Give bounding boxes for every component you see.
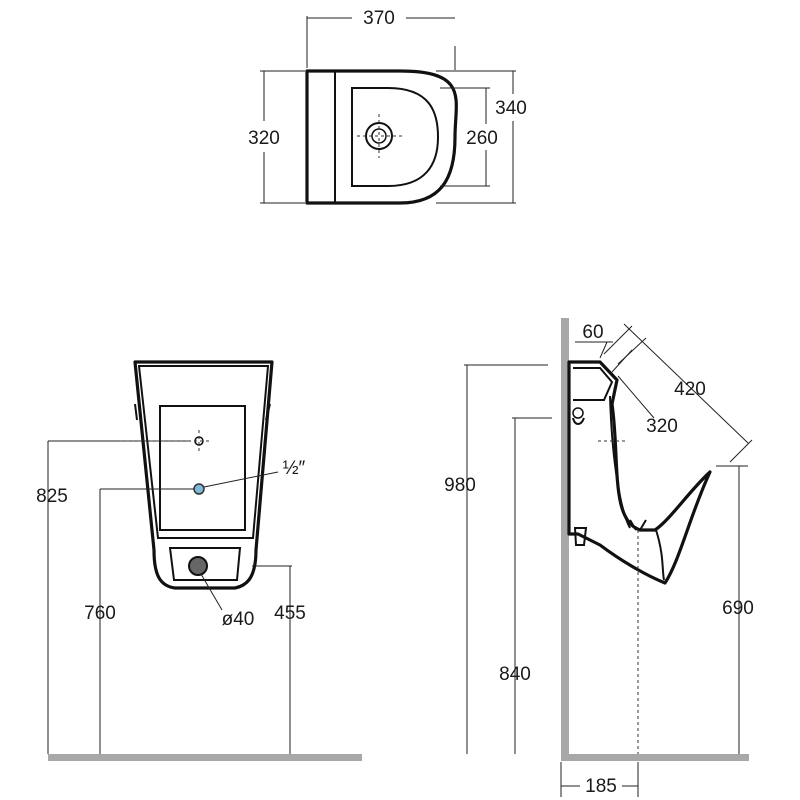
front-outlet-box	[168, 547, 242, 581]
side-fixing-hole	[572, 407, 584, 419]
front-inner-line	[137, 365, 270, 539]
front-inlet-label: ½″	[283, 458, 306, 479]
side-inner-line	[573, 367, 614, 401]
top-depth-label: 340	[495, 98, 527, 119]
top-view-bowl	[351, 87, 440, 187]
side-view: 980 840 690 185 60 420 320	[444, 318, 754, 797]
side-wall	[561, 318, 569, 761]
side-height-840-label: 840	[499, 664, 531, 685]
side-height-980-label: 980	[444, 475, 476, 496]
side-dim-60-label: 60	[582, 322, 603, 343]
front-panel	[159, 405, 246, 531]
front-body-outline	[133, 360, 274, 590]
front-outlet-circle	[188, 556, 208, 576]
side-dim-420-label: 420	[674, 379, 706, 400]
side-depth-185-label: 185	[585, 776, 617, 797]
top-view: 370 320 340 260	[248, 8, 527, 205]
top-width-label: 370	[363, 8, 395, 29]
front-height-760-label: 760	[84, 603, 116, 624]
top-height-label: 320	[248, 128, 280, 149]
top-inner-label: 260	[466, 128, 498, 149]
front-height-455-label: 455	[274, 603, 306, 624]
front-view: 825 760 455 ½″ ø40	[36, 360, 362, 761]
front-inlet-point	[193, 483, 205, 495]
top-view-outline	[305, 69, 458, 205]
side-floor	[561, 754, 749, 761]
side-dim-320-label: 320	[646, 416, 678, 437]
front-height-825-label: 825	[36, 486, 68, 507]
front-floor	[48, 754, 362, 761]
side-height-690-label: 690	[722, 598, 754, 619]
front-outlet-label: ø40	[222, 609, 255, 630]
